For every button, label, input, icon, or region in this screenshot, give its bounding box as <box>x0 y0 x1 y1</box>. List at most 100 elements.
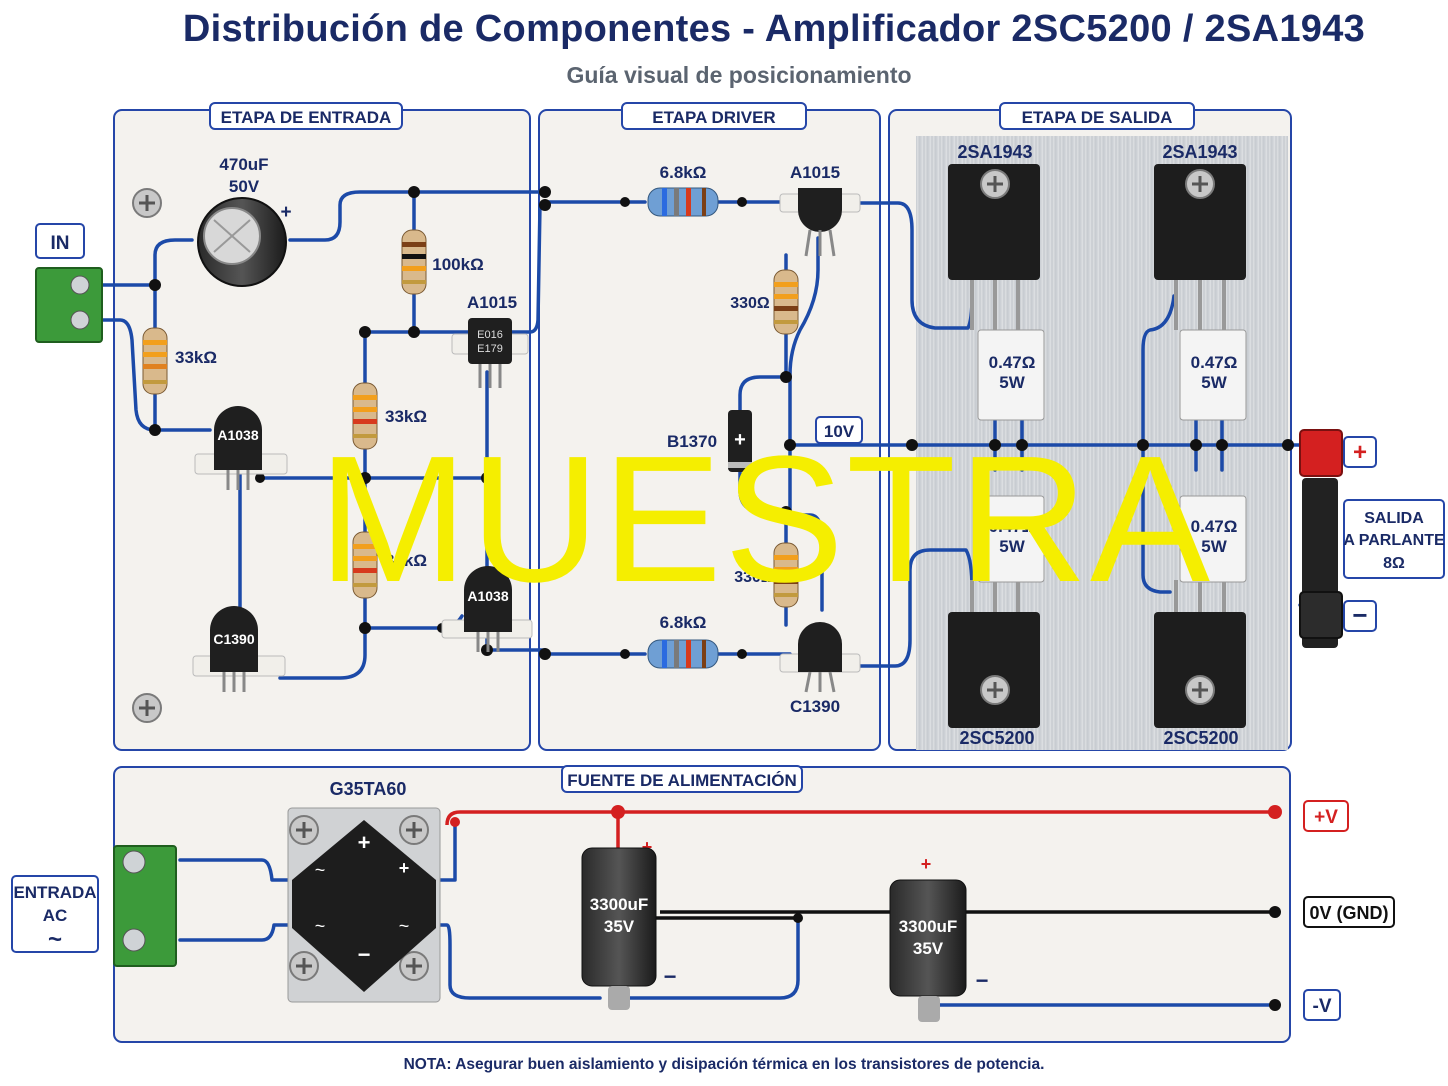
transistor-a1038-left: A1038 <box>194 406 288 490</box>
svg-text:E016: E016 <box>477 329 503 341</box>
emitter-resistor-top-left: 0.47Ω 5W <box>977 329 1045 421</box>
svg-text:+: + <box>921 854 932 874</box>
svg-text:3300uF: 3300uF <box>899 917 958 936</box>
svg-text:SALIDA: SALIDA <box>1364 510 1424 527</box>
transistor-a1015-input: A1015 E016 E179 <box>451 293 529 388</box>
diode-b1370: + B1370 <box>667 410 752 472</box>
footer-note: NOTA: Asegurar buen aislamiento y disipa… <box>403 1056 1045 1073</box>
svg-text:ENTRADA: ENTRADA <box>13 883 96 902</box>
svg-text:~: ~ <box>315 916 326 936</box>
svg-text:0.47Ω: 0.47Ω <box>989 517 1036 536</box>
svg-text:5W: 5W <box>1201 373 1227 392</box>
svg-text:+: + <box>280 202 291 223</box>
svg-text:~: ~ <box>315 860 326 880</box>
svg-text:~: ~ <box>48 926 62 953</box>
speaker-plus-label: + <box>1353 439 1367 466</box>
resistor-6k8-top <box>647 187 719 217</box>
svg-text:−: − <box>664 964 677 989</box>
svg-text:470uF: 470uF <box>219 155 268 174</box>
svg-text:AC: AC <box>43 906 68 925</box>
svg-text:A1015: A1015 <box>467 293 517 312</box>
svg-text:35V: 35V <box>913 939 944 958</box>
svg-text:3300uF: 3300uF <box>590 895 649 914</box>
rail-10v-label: 10V <box>815 416 863 444</box>
resistor-330-top-label: 330Ω <box>730 295 770 312</box>
svg-text:~: ~ <box>399 916 410 936</box>
resistor-33k-input <box>142 327 168 395</box>
resistor-330-top <box>773 269 799 335</box>
resistor-6k8-bottom <box>647 639 719 669</box>
resistor-33k-mid <box>352 382 378 450</box>
svg-text:2SA1943: 2SA1943 <box>957 142 1032 162</box>
svg-text:−: − <box>358 942 371 967</box>
transistor-2sa1943-left: 2SA1943 <box>948 142 1040 330</box>
transistor-a1015-driver: A1015 <box>779 163 861 257</box>
svg-text:35V: 35V <box>604 917 635 936</box>
page-subtitle: Guía visual de posicionamiento <box>566 62 912 88</box>
svg-text:E179: E179 <box>477 343 503 355</box>
svg-text:−: − <box>976 968 989 993</box>
resistor-33k-input-label: 33kΩ <box>175 348 217 367</box>
svg-text:2SC5200: 2SC5200 <box>1163 728 1238 748</box>
transistor-2sc5200-right: 2SC5200 <box>1154 580 1246 748</box>
svg-text:+: + <box>734 429 746 451</box>
mount-screw-icon <box>131 187 163 219</box>
transistor-2sa1943-right: 2SA1943 <box>1154 142 1246 330</box>
input-capacitor: 470uF 50V + <box>197 155 292 287</box>
mount-screw-icon <box>131 692 163 724</box>
section-label-output: ETAPA DE SALIDA <box>1022 108 1173 127</box>
svg-text:8Ω: 8Ω <box>1383 555 1405 572</box>
svg-text:A PARLANTE: A PARLANTE <box>1343 532 1445 549</box>
emitter-resistor-bottom-left: 0.47Ω 5W <box>977 495 1045 583</box>
svg-text:0V (GND): 0V (GND) <box>1309 903 1388 923</box>
transistor-2sc5200-left: 2SC5200 <box>948 580 1040 748</box>
emitter-resistor-bottom-right: 0.47Ω 5W <box>1179 495 1247 583</box>
svg-text:0.47Ω: 0.47Ω <box>1191 353 1238 372</box>
svg-text:2SA1943: 2SA1943 <box>1162 142 1237 162</box>
svg-text:5W: 5W <box>999 373 1025 392</box>
section-label-power: FUENTE DE ALIMENTACIÓN <box>567 771 797 790</box>
rail-negative-label: -V <box>1303 989 1341 1021</box>
svg-text:C1390: C1390 <box>213 631 254 647</box>
resistor-330-bottom <box>773 542 799 608</box>
svg-text:0.47Ω: 0.47Ω <box>1191 517 1238 536</box>
resistor-33k-mid-label: 33kΩ <box>385 407 427 426</box>
filter-capacitor-2: + 3300uF 35V − <box>889 854 989 1022</box>
svg-text:0.47Ω: 0.47Ω <box>989 353 1036 372</box>
section-label-input: ETAPA DE ENTRADA <box>221 108 392 127</box>
rail-positive-label: +V <box>1303 800 1349 832</box>
transistor-c1390-driver: C1390 <box>779 622 861 716</box>
svg-text:A1015: A1015 <box>790 163 840 182</box>
ac-input-label: ENTRADA AC ~ <box>11 875 99 953</box>
resistor-33k-low <box>352 531 378 599</box>
resistor-6k8-top-label: 6.8kΩ <box>660 163 707 182</box>
svg-text:B1370: B1370 <box>667 432 717 451</box>
svg-text:C1390: C1390 <box>790 697 840 716</box>
transistor-a1038-right: A1038 <box>441 566 533 652</box>
svg-text:+: + <box>642 837 653 857</box>
watermark: MUESTRA <box>318 419 1213 620</box>
page-title: Distribución de Componentes - Amplificad… <box>182 8 1366 50</box>
speaker-terminal[interactable]: + − <box>1299 429 1377 648</box>
bridge-rectifier: G35TA60 + + ~ ~ ~ − <box>287 779 441 1003</box>
wiring-ground-rail <box>655 910 1275 920</box>
svg-text:5W: 5W <box>1201 537 1227 556</box>
svg-text:G35TA60: G35TA60 <box>330 779 407 799</box>
resistor-100k-label: 100kΩ <box>432 255 483 274</box>
transistor-c1390-left: C1390 <box>192 606 286 692</box>
speaker-minus-label: − <box>1352 600 1367 630</box>
emitter-resistor-top-right: 0.47Ω 5W <box>1179 329 1247 421</box>
svg-text:A1038: A1038 <box>467 588 508 604</box>
input-terminal[interactable]: IN <box>35 223 103 343</box>
svg-text:-V: -V <box>1313 996 1332 1017</box>
resistor-100k <box>401 229 427 295</box>
svg-text:+V: +V <box>1314 807 1338 828</box>
rail-ground-label: 0V (GND) <box>1303 896 1395 928</box>
svg-text:2SC5200: 2SC5200 <box>959 728 1034 748</box>
ac-input-terminal[interactable] <box>113 845 177 967</box>
resistor-330-bottom-label: 330Ω <box>734 569 774 586</box>
speaker-output-label: SALIDA A PARLANTE 8Ω <box>1343 499 1445 579</box>
svg-text:+: + <box>358 830 371 855</box>
svg-text:5W: 5W <box>999 537 1025 556</box>
positive-junctions <box>450 805 1282 827</box>
